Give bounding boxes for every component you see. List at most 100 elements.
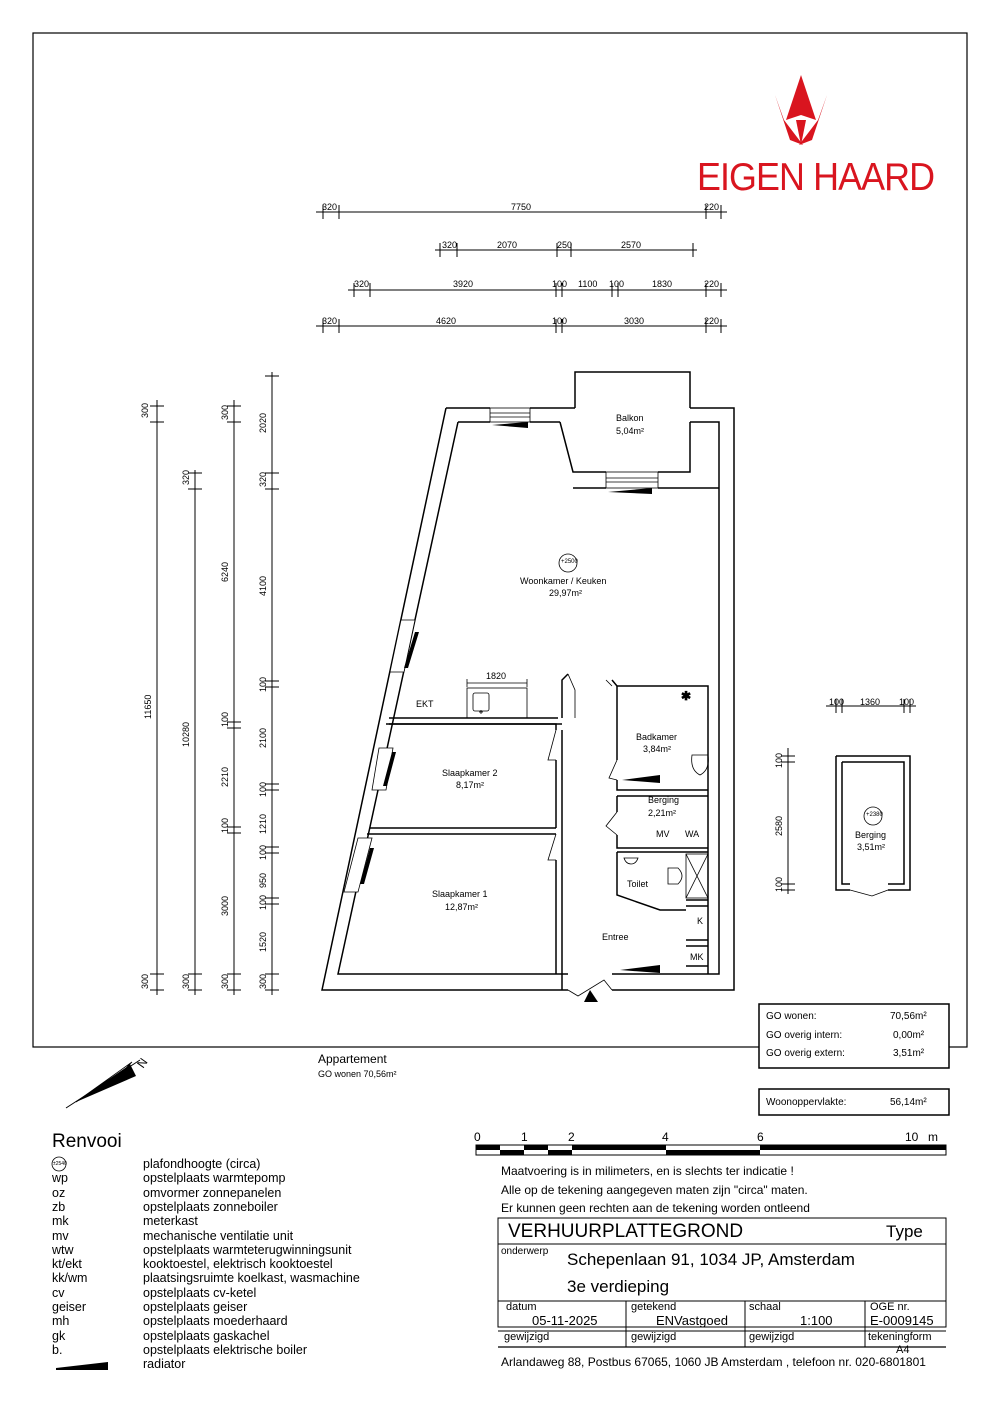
ceiling-symbol-label: ±2540: [53, 1161, 67, 1167]
woonoppervlakte-box: [758, 1088, 950, 1116]
address: Schepenlaan 91, 1034 JP, Amsterdam: [567, 1250, 855, 1269]
mv-label: MV: [656, 829, 670, 839]
renvooi-desc: kooktoestel, elektrisch kooktoestel: [143, 1257, 333, 1272]
dim-label: 220: [704, 316, 720, 326]
appartement-title: Appartement: [318, 1052, 387, 1066]
room-name-slaapkamer2: Slaapkamer 2: [442, 768, 498, 778]
dim-label: 300: [220, 973, 230, 989]
external-storage-walls: [835, 755, 911, 897]
dim-label: 320: [322, 202, 338, 212]
floor-label: 3e verdieping: [567, 1277, 670, 1296]
logo-wordmark: EIGEN HAARD: [697, 156, 935, 199]
renvooi-row: b. opstelplaats elektrische boiler: [52, 1343, 472, 1357]
dim-label: 2070: [497, 240, 518, 250]
dim-label: 6240: [220, 561, 230, 582]
dim-label: 1100: [578, 279, 598, 289]
renvooi-abbr: oz: [52, 1185, 66, 1200]
renvooi-desc: radiator: [143, 1357, 186, 1372]
scale-tick-label: 4: [662, 1130, 669, 1144]
dim-label: 300: [181, 973, 191, 989]
oge-value: E-0009145: [870, 1313, 934, 1328]
room-area-berging-ext: 3,51m²: [857, 842, 886, 852]
room-area-badkamer: 3,84m²: [643, 744, 672, 754]
renvooi-title: Renvooi: [52, 1131, 122, 1152]
footer-address: Arlandaweg 88, Postbus 67065, 1060 JB Am…: [501, 1355, 926, 1369]
dim-label: 1520: [258, 931, 268, 952]
note-line: Alle op de tekening aangegeven maten zij…: [501, 1183, 808, 1197]
dim-label: 100: [258, 894, 268, 910]
room-area-slaapkamer1: 12,87m²: [445, 902, 479, 912]
scale-unit-label: m: [928, 1130, 938, 1144]
dim-label: 320: [354, 279, 370, 289]
dim-label: 10280: [181, 721, 191, 747]
dim-label: 300: [140, 973, 150, 989]
ceiling-marker-woonkamer: [558, 553, 578, 573]
renvooi-abbr: gk: [52, 1328, 66, 1343]
tekeningform-label: tekeningform: [868, 1331, 932, 1343]
renvooi-row: cv opstelplaats cv-ketel: [52, 1286, 472, 1300]
dim-label: 320: [442, 240, 458, 250]
sheet-border: [32, 32, 968, 1048]
renvooi-abbr: b.: [52, 1342, 63, 1357]
dim-label: 220: [704, 202, 720, 212]
room-name-entree: Entree: [602, 932, 629, 942]
scale-tick-label: 1: [521, 1130, 528, 1144]
area-box: [758, 1003, 950, 1069]
renvooi-abbr: cv: [52, 1285, 65, 1300]
room-area-slaapkamer2: 8,17m²: [456, 780, 485, 790]
kitchen-dim-label: 1820: [486, 671, 507, 681]
dim-label: 250: [557, 240, 573, 250]
room-area-woonkamer: 29,97m²: [549, 588, 583, 598]
room-name-berging: Berging: [648, 795, 680, 805]
scale-tick-label: 6: [757, 1130, 764, 1144]
ceiling-label-berging: +2380: [866, 812, 883, 818]
dim-label: 100: [258, 676, 268, 692]
dim-label: 300: [220, 404, 230, 420]
k-label: K: [697, 916, 704, 926]
ext-dim-label: 1360: [860, 697, 881, 707]
type-label: Type: [886, 1222, 923, 1241]
ext-dim-label: 2580: [774, 815, 784, 836]
area-value: 3,51m²: [893, 1048, 925, 1059]
dim-label: 220: [704, 279, 720, 289]
dim-label: 320: [258, 471, 268, 487]
room-name-slaapkamer1: Slaapkamer 1: [432, 889, 488, 899]
room-name-balkon: Balkon: [616, 413, 644, 423]
dim-label: 100: [552, 316, 568, 326]
north-arrow: [65, 1059, 141, 1109]
dim-label: 100: [220, 711, 230, 727]
renvooi-desc: opstelplaats elektrische boiler: [143, 1342, 307, 1357]
tekeningform-value: A4: [896, 1344, 910, 1356]
renvooi-desc: plafondhoogte (circa): [143, 1157, 261, 1171]
dim-label: 100: [609, 279, 625, 289]
renvooi-abbr: geiser: [52, 1300, 87, 1314]
apartment-walls: [321, 371, 735, 991]
renvooi-abbr: mh: [52, 1314, 70, 1329]
renvooi-desc: opstelplaats geiser: [143, 1300, 248, 1314]
renvooi-row: kt/ekt kooktoestel, elektrisch kooktoeste…: [52, 1257, 472, 1271]
renvooi-abbr: wtw: [52, 1242, 74, 1257]
renvooi-desc: opstelplaats moederhaard: [143, 1314, 288, 1329]
renvooi-desc: opstelplaats cv-ketel: [143, 1285, 257, 1300]
left-dimension-lines: [150, 372, 279, 995]
gewijzigd-label: gewijzigd: [631, 1331, 677, 1343]
appartement-subtitle: GO wonen 70,56m²: [318, 1069, 397, 1079]
entrance-arrow: [584, 990, 598, 1002]
title-block-grid: [497, 1217, 947, 1348]
gewijzigd-label: gewijzigd: [749, 1331, 795, 1343]
renvooi-abbr: zb: [52, 1199, 66, 1214]
door-swings: [547, 673, 618, 997]
radiator-symbol-icon: [56, 1362, 108, 1370]
area-label: GO overig intern:: [766, 1030, 843, 1041]
dim-label: 100: [552, 279, 568, 289]
renvooi-row: radiator: [52, 1357, 472, 1371]
woonoppervlakte-value: 56,14m²: [890, 1097, 927, 1108]
renvooi-abbr: kt/ekt: [52, 1257, 82, 1272]
note-line: Maatvoering is in milimeters, en is slec…: [501, 1164, 794, 1178]
woonoppervlakte-label: Woonoppervlakte:: [766, 1097, 847, 1108]
